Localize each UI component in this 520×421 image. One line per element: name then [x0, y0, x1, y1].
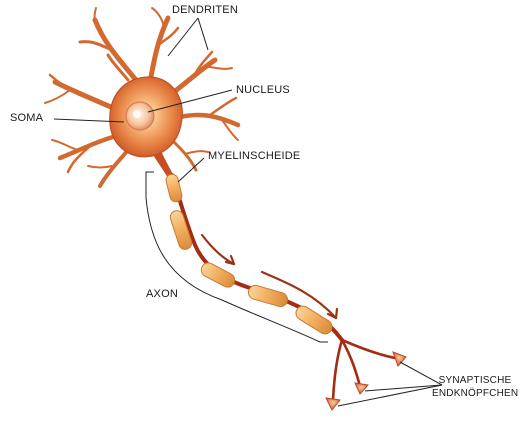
label-synaptische-line2: ENDKNÖPFCHEN: [432, 388, 519, 399]
label-synaptische-endknoepfchen: SYNAPTISCHE ENDKNÖPFCHEN: [432, 374, 518, 400]
synaptic-terminals: [325, 351, 407, 411]
myelin-sheath: [165, 173, 333, 335]
leader-lines: [53, 17, 443, 407]
arrow-head: [326, 307, 339, 320]
axon-terminals: [331, 338, 397, 402]
arrow-head: [224, 254, 236, 266]
label-myelinscheide: MYELINSCHEIDE: [208, 150, 301, 162]
label-dendriten: DENDRITEN: [172, 4, 238, 16]
arrow-curve: [200, 233, 236, 266]
soma-body: [109, 76, 183, 158]
label-nucleus: NUCLEUS: [236, 84, 290, 96]
label-synaptische-line1: SYNAPTISCHE: [438, 375, 512, 386]
label-axon: AXON: [146, 288, 178, 300]
label-soma: SOMA: [10, 112, 44, 124]
arrow-curve: [260, 270, 338, 320]
signal-arrows: [200, 233, 339, 320]
